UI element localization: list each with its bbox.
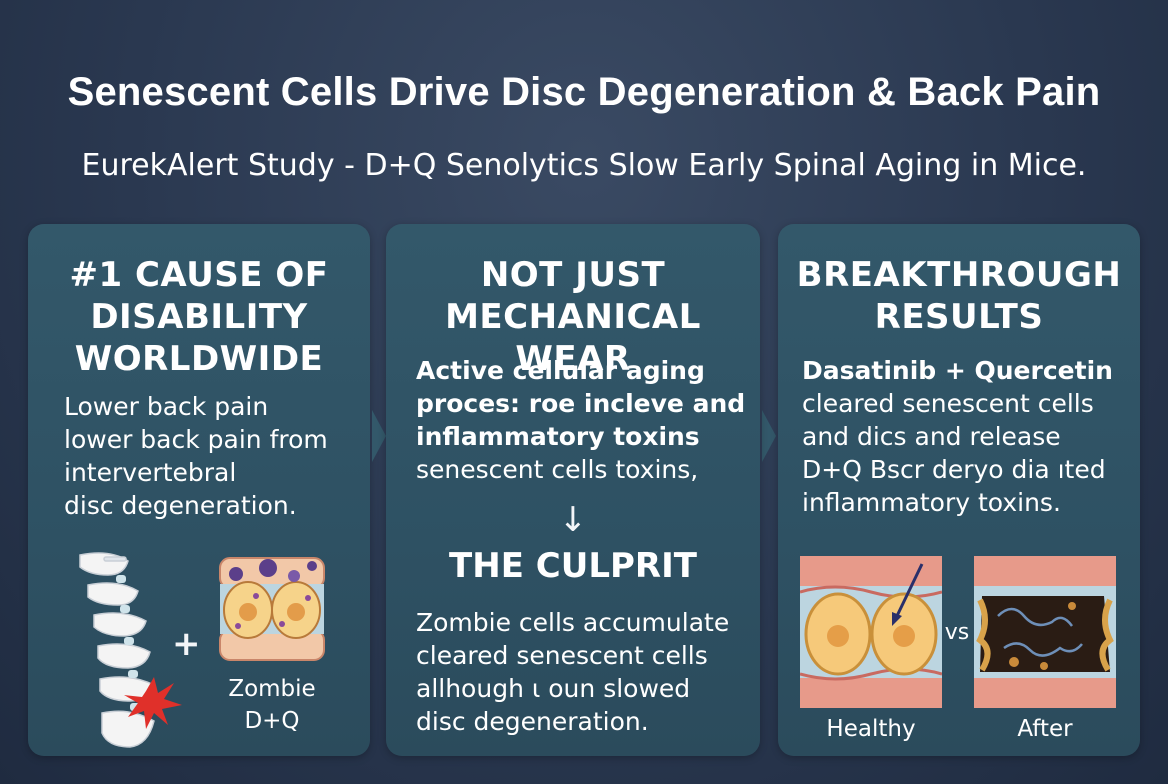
arrow-down-icon: ↓	[558, 500, 588, 540]
after-label: After	[1017, 716, 1073, 742]
panel-heading-line: #1 CAUSE OF	[69, 255, 329, 295]
body-line: disc degeneration.	[64, 491, 297, 520]
panel-heading-line: DISABILITY	[90, 297, 308, 337]
body-line: and dics and release	[802, 422, 1061, 451]
panel-heading-line: NOT JUST	[480, 255, 666, 295]
body-line: inflammatory toxins.	[802, 488, 1061, 517]
senescent-cells-icon	[219, 557, 325, 661]
body-line: cleared senescent cells	[802, 389, 1094, 418]
page-subtitle: EurekAlert Study - D+Q Senolytics Slow E…	[81, 148, 1087, 183]
healthy-label: Healthy	[826, 716, 916, 742]
body-line: Zombie cells accumulate	[416, 608, 730, 637]
spine-icon	[79, 552, 182, 748]
panel-body: Dasatinib + Quercetin cleared senescent …	[802, 354, 1113, 519]
degenerated-disc-image	[974, 556, 1116, 708]
panel-body: Lower back pain lower back pain from int…	[64, 390, 328, 522]
body-line: proces: roe incleve and	[416, 389, 746, 418]
body-line: senescent cells toxins,	[416, 455, 699, 484]
body-line: lower back pain from	[64, 425, 328, 454]
caption-line: Zombie	[228, 676, 316, 702]
plus-sign: +	[172, 624, 201, 664]
panel-disability: #1 CAUSE OF DISABILITY WORLDWIDE Lower b…	[28, 224, 370, 756]
panel-heading-line: BREAKTHROUGH	[796, 255, 1122, 295]
page-title: Senescent Cells Drive Disc Degeneration …	[67, 70, 1101, 114]
panel-heading-line: MECHANICAL WEAR	[445, 297, 701, 379]
body-line: inflammatory toxins	[416, 422, 700, 451]
chevron-right-icon	[762, 410, 776, 462]
healthy-disc-image	[800, 556, 942, 708]
body-line: Active cellular aging	[416, 356, 705, 385]
panel-body: Active cellular aging proces: roe inclev…	[416, 354, 745, 486]
panel-heading-line: RESULTS	[874, 297, 1044, 337]
chevron-right-icon	[372, 410, 386, 462]
panel-mechanical-wear: NOT JUST MECHANICAL WEAR Active cellular…	[386, 224, 760, 756]
body-line: D+Q Bscr deryo dia ıted	[802, 455, 1106, 484]
body-line: disc degeneration.	[416, 707, 649, 736]
vs-label: vs	[944, 620, 970, 645]
body-line: allhough ι oun slowed	[416, 674, 691, 703]
body-line: Dasatinib + Quercetin	[802, 356, 1113, 385]
panel-results: BREAKTHROUGH RESULTS Dasatinib + Quercet…	[778, 224, 1140, 756]
panel-heading-line: WORLDWIDE	[74, 339, 324, 379]
body-line: intervertebral	[64, 458, 237, 487]
culprit-heading: THE CULPRIT	[449, 546, 697, 586]
caption-line: D+Q	[244, 708, 300, 734]
panel-body-2: Zombie cells accumulate cleared senescen…	[416, 606, 729, 738]
body-line: Lower back pain	[64, 392, 269, 421]
body-line: cleared senescent cells	[416, 641, 708, 670]
